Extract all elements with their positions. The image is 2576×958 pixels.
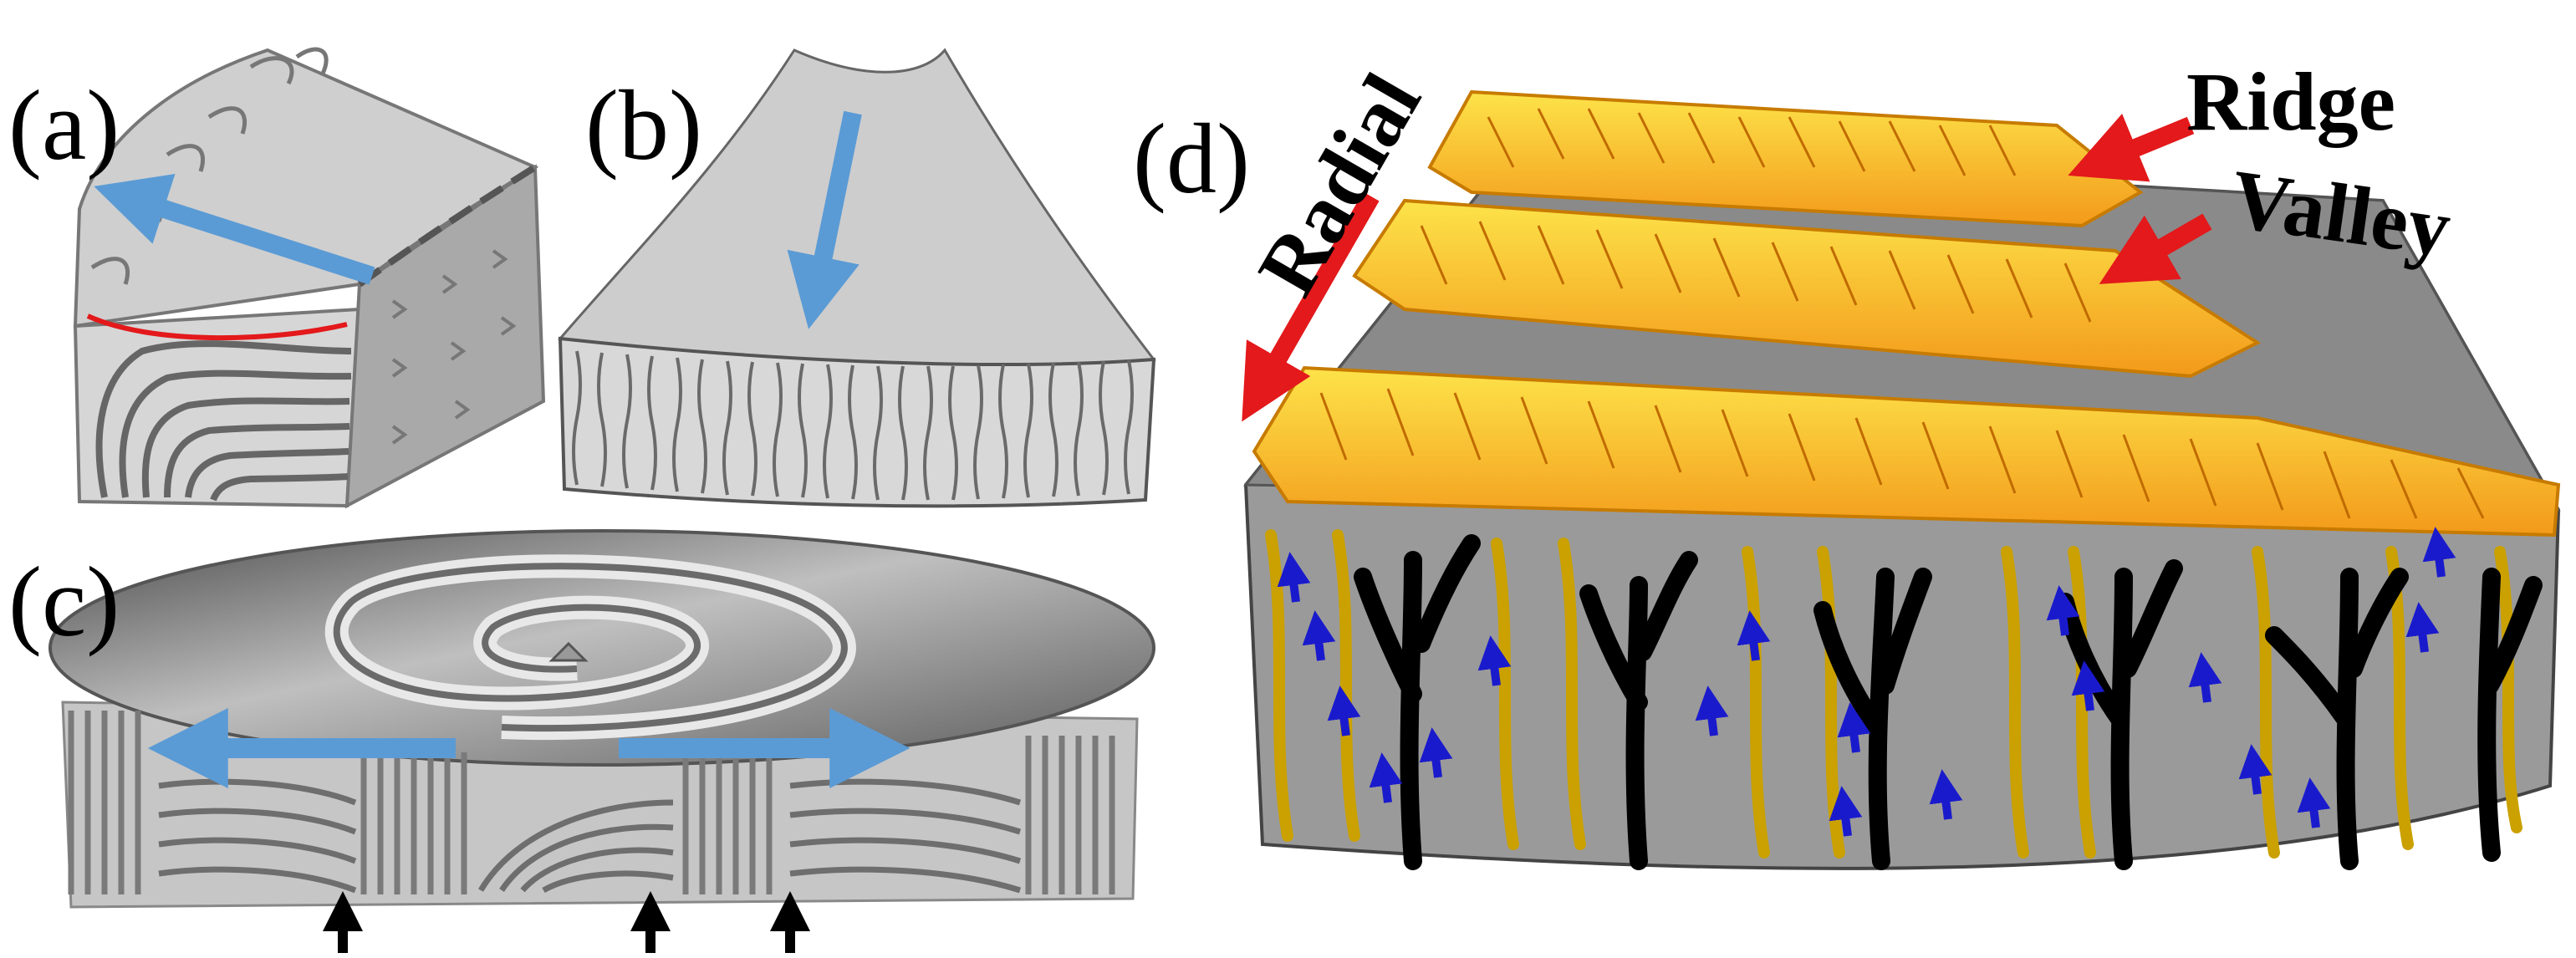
panel-c-disc-top — [48, 529, 1155, 767]
panel-d-fibril-trees — [1354, 534, 2543, 870]
panel-a-chevrons — [391, 249, 517, 445]
panel-b-flow-arrow — [787, 110, 862, 329]
valley-arrow-icon — [2099, 213, 2212, 284]
panel-d-crystal-texture — [1319, 108, 2485, 519]
panel-d: (d) Radial Ridge Valley — [1133, 55, 2561, 870]
panel-d-growth-arrows — [1277, 527, 2456, 837]
panel-b: (b) — [558, 48, 1156, 508]
panel-b-fibrils — [572, 350, 1134, 501]
panel-c-spiral-edge — [333, 563, 848, 732]
panel-d-label: (d) — [1133, 103, 1250, 214]
panel-a-label: (a) — [8, 69, 120, 181]
panel-a-flow-arrow — [94, 173, 375, 285]
panel-c-label: (c) — [8, 546, 120, 657]
ridge-arrow-icon — [2068, 113, 2195, 182]
panel-b-label: (b) — [585, 69, 702, 181]
panel-a-lamellae — [95, 340, 352, 502]
radial-arrow-icon — [1242, 191, 1380, 422]
panel-a: (a) — [8, 47, 546, 509]
panel-c-radial-stripes — [68, 711, 1115, 894]
ridge-label: Ridge — [2186, 55, 2395, 148]
panel-c: (c) — [8, 529, 1155, 953]
panel-d-ridge-crystals — [1252, 89, 2561, 538]
panel-a-red-boundary — [86, 313, 348, 341]
